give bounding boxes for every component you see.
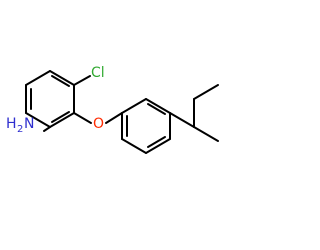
oxygen-label: O xyxy=(93,116,104,132)
amine-subscript-label: 2 xyxy=(17,124,23,135)
aniline-ring xyxy=(25,70,75,128)
bond-ring1-topright xyxy=(49,70,75,86)
bond-ring2-2 xyxy=(121,138,147,154)
phenyl-ring xyxy=(121,98,171,154)
double-bond-ring1-c xyxy=(51,111,70,123)
bond-ch-ch3 xyxy=(193,126,219,142)
amine-group-label: H 2 N xyxy=(6,116,34,135)
bond-c-cl xyxy=(73,75,91,86)
chemical-structure: Cl O H 2 N xyxy=(6,65,219,154)
amine-h-label: H xyxy=(6,116,17,132)
double-bond-ring2-c xyxy=(147,103,166,115)
chlorine-label: Cl xyxy=(91,65,105,81)
bond-ch2-ch3 xyxy=(193,84,219,100)
bond-c-n xyxy=(43,126,51,132)
bond-ring1-top xyxy=(25,70,51,86)
bond-c-o xyxy=(73,112,92,124)
bond-ring1-bottomleft xyxy=(25,112,51,128)
amine-n-label: N xyxy=(24,116,34,132)
sec-butyl-chain xyxy=(169,84,219,142)
bond-ring1-bottomright xyxy=(49,112,75,128)
bond-ring2-6 xyxy=(121,98,147,114)
bond-o-c xyxy=(105,112,123,124)
bond-ring-ch xyxy=(169,112,195,128)
bond-ring2-3 xyxy=(145,138,171,154)
double-bond-ring2-b xyxy=(147,136,166,148)
bond-ring2-5 xyxy=(145,98,171,114)
double-bond-ring1-b xyxy=(51,75,70,87)
